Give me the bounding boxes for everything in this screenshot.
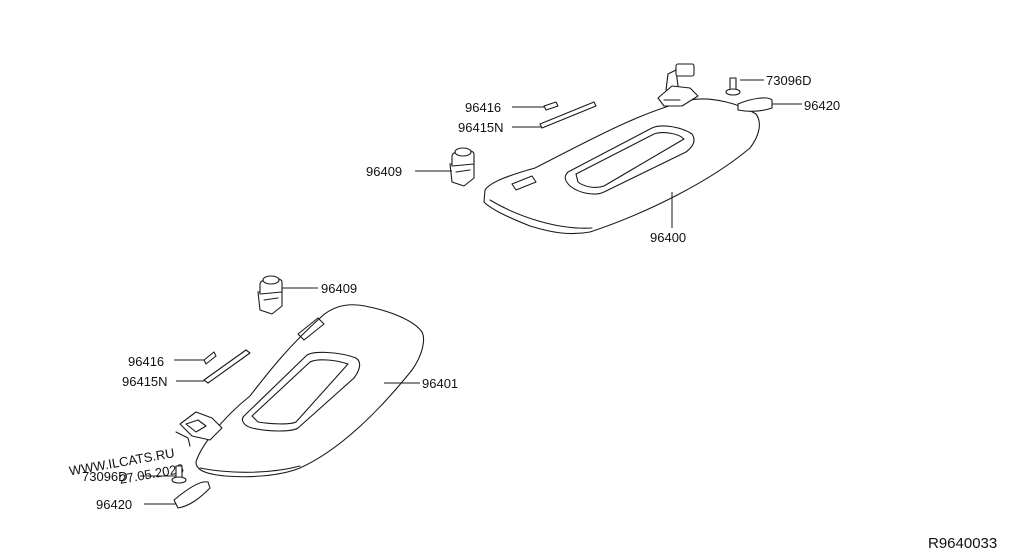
- visor-edge-upper: [489, 199, 593, 229]
- pivot-bracket-upper: [657, 63, 699, 107]
- visor-body-lower: [195, 304, 425, 478]
- part-96415N-lower: [203, 349, 251, 384]
- part-96416-lower: [203, 351, 217, 365]
- label-96415N-upper: 96415N: [458, 120, 504, 135]
- diagram-reference-code: R9640033: [928, 535, 997, 552]
- leaders-lower: [140, 287, 420, 505]
- label-96416-lower: 96416: [128, 354, 164, 369]
- visor-notch-lower: [297, 317, 325, 341]
- part-73096D-upper: [725, 77, 741, 96]
- visor-mirror-inner-lower: [251, 359, 349, 425]
- part-96420-upper: [737, 97, 773, 112]
- part-73096D-lower: [171, 465, 187, 484]
- label-96409-lower: 96409: [321, 281, 357, 296]
- visor-mirror-frame-upper: [564, 125, 695, 195]
- label-73096D-lower: 73096D: [82, 469, 128, 484]
- part-96409-upper: [449, 147, 475, 187]
- label-96415N-lower: 96415N: [122, 374, 168, 389]
- part-96420-lower: [173, 481, 211, 509]
- part-96409-lower: [257, 275, 283, 315]
- leaders-upper: [415, 79, 802, 228]
- visor-edge-lower: [199, 465, 301, 473]
- label-96400-upper: 96400: [650, 230, 686, 245]
- sun-visor-96401[interactable]: [195, 304, 425, 478]
- label-73096D-upper: 73096D: [766, 73, 812, 88]
- label-96416-upper: 96416: [465, 100, 501, 115]
- part-96416-upper: [543, 101, 559, 111]
- label-96409-upper: 96409: [366, 164, 402, 179]
- visor-mirror-inner-upper: [575, 132, 685, 188]
- visor-body-upper: [483, 98, 760, 235]
- label-96420-upper: 96420: [804, 98, 840, 113]
- label-96420-lower: 96420: [96, 497, 132, 512]
- visor-notch-upper: [511, 175, 537, 191]
- label-96401-lower: 96401: [422, 376, 458, 391]
- visor-mirror-frame-lower: [241, 351, 361, 432]
- sun-visor-96400[interactable]: [483, 98, 760, 235]
- pivot-bracket-lower: [175, 411, 223, 447]
